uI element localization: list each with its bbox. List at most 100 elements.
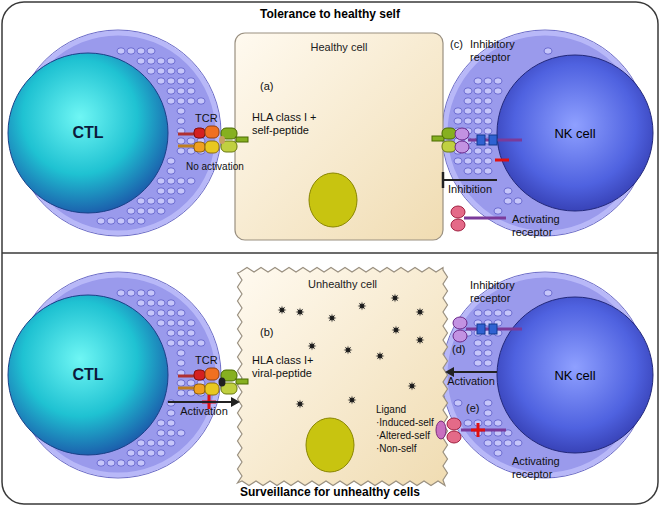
virus-particle: [392, 326, 401, 335]
cell-nucleus: NK cell: [497, 55, 653, 211]
inhibitory-receptor: [455, 128, 522, 160]
granule: [147, 58, 155, 64]
nucleus: [309, 173, 357, 227]
annotation: Activating receptor: [512, 455, 582, 480]
granule: [117, 218, 125, 224]
granule: [157, 198, 165, 204]
granule: [177, 118, 185, 124]
granule: [504, 310, 512, 316]
granule: [484, 350, 492, 356]
granule: [167, 410, 175, 416]
cell-name: CTL: [72, 366, 103, 384]
granule: [187, 330, 195, 336]
hla-symbol: [219, 128, 248, 152]
granule: [167, 158, 175, 164]
granule: [464, 108, 472, 114]
granule: [494, 440, 502, 446]
annotation: No activation: [186, 161, 244, 173]
granule: [484, 118, 492, 124]
granule: [177, 138, 185, 144]
tcr-symbol: [178, 126, 219, 153]
granule: [117, 460, 125, 466]
granule: [464, 88, 472, 94]
divider: [2, 252, 658, 254]
virus-particle: [328, 314, 337, 323]
granule: [157, 320, 165, 326]
cell-nucleus: CTL: [8, 295, 168, 455]
granule: [167, 320, 175, 326]
healthy-cell-body: [235, 33, 443, 240]
granule: [177, 310, 185, 316]
granule: [137, 450, 145, 456]
unhealthy-cell-body: [238, 268, 448, 486]
granule: [177, 188, 185, 194]
granule: [504, 440, 512, 446]
granule: [127, 450, 135, 456]
granule: [454, 108, 462, 114]
granule: [454, 118, 462, 124]
granule: [137, 218, 145, 224]
granule: [187, 340, 195, 346]
annotation: TCR: [195, 112, 218, 125]
granule: [474, 168, 482, 174]
granule: [137, 300, 145, 306]
annotation: HLA class I+ viral-peptide: [252, 354, 330, 379]
granule: [137, 208, 145, 214]
granule: [167, 430, 175, 436]
granule: [167, 198, 175, 204]
granule: [484, 310, 492, 316]
granule: [147, 310, 155, 316]
granule: [494, 310, 502, 316]
granule: [494, 450, 502, 456]
granule: [157, 450, 165, 456]
granule: [167, 58, 175, 64]
granule: [167, 98, 175, 104]
inhibitory-receptor: [453, 317, 522, 342]
granule: [137, 48, 145, 54]
granule: [157, 310, 165, 316]
granule: [157, 208, 165, 214]
granule: [484, 108, 492, 114]
granule: [187, 88, 195, 94]
granule: [484, 88, 492, 94]
cell-name: CTL: [72, 124, 103, 142]
annotation: ·Altered-self: [376, 430, 430, 442]
granule: [187, 98, 195, 104]
granule: [147, 68, 155, 74]
granule: [514, 440, 522, 446]
granule: [167, 300, 175, 306]
callout-letter: (c): [450, 38, 463, 51]
granule: [147, 300, 155, 306]
granule: [127, 218, 135, 224]
granule: [177, 178, 185, 184]
granule: [97, 218, 105, 224]
granule: [494, 420, 502, 426]
granule: [167, 168, 175, 174]
activating-receptor: [436, 418, 506, 443]
annotation: Activating receptor: [512, 213, 582, 238]
granule: [167, 340, 175, 346]
granule: [484, 400, 492, 406]
edge-label: Inhibition: [448, 183, 492, 196]
granule: [177, 78, 185, 84]
granule: [177, 148, 185, 154]
granule: [167, 420, 175, 426]
virus-particle: [416, 336, 425, 345]
granule: [484, 78, 492, 84]
granule: [484, 158, 492, 164]
granule: [464, 158, 472, 164]
granule: [157, 188, 165, 194]
virus-particle: [296, 400, 305, 409]
granule: [464, 118, 472, 124]
cell-name: Unhealthy cell: [308, 278, 377, 290]
granule: [157, 178, 165, 184]
annotation: Inhibitory receptor: [470, 38, 534, 63]
granule: [177, 340, 185, 346]
granule: [147, 48, 155, 54]
callout-letter: (b): [260, 326, 273, 339]
granule: [177, 380, 185, 386]
virus-particle: [308, 342, 317, 351]
granule: [494, 208, 502, 214]
granule: [474, 158, 482, 164]
